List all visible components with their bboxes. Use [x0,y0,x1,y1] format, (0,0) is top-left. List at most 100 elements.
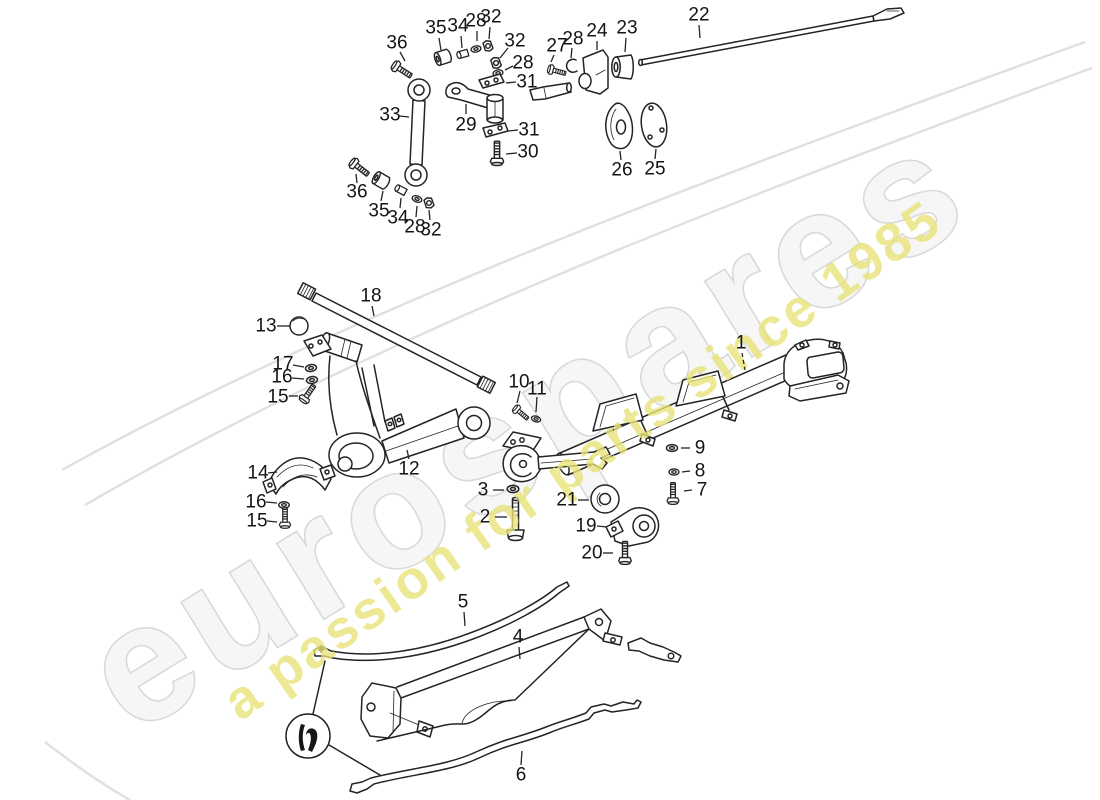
part-4-cover-plate [360,608,682,742]
callout-35[interactable]: 35 [368,201,389,222]
bolt-15-upper [297,381,320,406]
callout-23[interactable]: 23 [616,18,637,39]
callout-31[interactable]: 31 [516,72,537,93]
part-22-stabilizer-bar [637,7,905,67]
callout-27[interactable]: 27 [546,36,567,57]
part-mount-bracket-center [502,431,611,483]
callout-32[interactable]: 32 [480,7,501,28]
callout-7[interactable]: 7 [697,480,708,501]
callout-35[interactable]: 35 [425,18,446,39]
bushing-35-lower [369,169,393,191]
callout-20[interactable]: 20 [581,543,602,564]
callout-8[interactable]: 8 [695,461,706,482]
callout-25[interactable]: 25 [644,159,665,180]
leader-line-36 [399,51,406,62]
callout-15[interactable]: 15 [267,387,288,408]
callout-36[interactable]: 36 [386,33,407,54]
callout-2[interactable]: 2 [480,507,491,528]
callout-13[interactable]: 13 [255,316,276,337]
bushing-35-upper [432,47,454,67]
callout-30[interactable]: 30 [517,142,538,163]
leader-line-31 [507,129,519,132]
callout-21[interactable]: 21 [556,490,577,511]
part-29-lever [445,81,504,124]
nut-32-lower [423,197,435,209]
leader-line-28 [570,47,573,59]
callout-22[interactable]: 22 [688,5,709,26]
callout-4[interactable]: 4 [513,627,524,648]
bolt-27 [546,63,568,79]
washer-17 [304,363,318,373]
part-12-trailing-arm [303,332,491,478]
watermark-swoosh [44,40,1093,800]
leader-line-15 [266,520,278,523]
leader-line-28 [504,65,514,71]
leader-line-22 [698,24,701,39]
callout-26[interactable]: 26 [611,160,632,181]
callout-29[interactable]: 29 [455,115,476,136]
bolt-36-lower [346,155,373,180]
leader-line-34 [399,197,402,209]
part-1-axle-tube [556,338,850,476]
leader-line-33 [398,115,410,118]
callout-16[interactable]: 16 [271,367,292,388]
bolt-30 [489,140,505,167]
leader-line-4 [518,646,521,660]
part-5-brace [313,581,570,662]
detail-view-circle [285,660,381,776]
callout-32[interactable]: 32 [504,31,525,52]
part-13-cap [289,316,309,336]
part-23-bushing [611,54,634,80]
callout-17[interactable]: 17 [272,354,293,375]
callout-24[interactable]: 24 [586,21,608,42]
callout-10[interactable]: 10 [508,372,529,393]
callout-28[interactable]: 28 [512,53,533,74]
callout-11[interactable]: 11 [527,379,547,400]
part-31-plate-lower [482,122,509,138]
leader-line-32 [428,209,431,221]
part-19-lever [605,507,660,547]
part-pivot-pin [529,82,573,101]
callout-1[interactable]: 1 [736,333,747,354]
part-21-grommet [590,484,620,514]
leader-line-35 [438,37,442,51]
leader-line-36 [355,173,358,184]
callout-12[interactable]: 12 [398,459,419,480]
callout-3[interactable]: 3 [478,480,489,501]
callout-31[interactable]: 31 [518,120,539,141]
leader-line-18 [371,305,375,317]
callout-36[interactable]: 36 [346,182,367,203]
bolt-2 [506,496,525,542]
part-6-brace [349,699,642,794]
leader-line-6 [520,750,523,766]
leader-line-11 [535,396,538,413]
callout-5[interactable]: 5 [458,592,469,613]
callout-34[interactable]: 34 [387,208,409,229]
callout-14[interactable]: 14 [247,463,269,484]
callout-32[interactable]: 32 [420,220,441,241]
callout-18[interactable]: 18 [360,286,381,307]
callout-16[interactable]: 16 [245,492,266,513]
callout-33[interactable]: 33 [379,105,400,126]
callout-28[interactable]: 28 [562,29,583,50]
leader-line-17 [292,364,305,368]
leader-line-25 [654,148,657,160]
callout-34[interactable]: 34 [447,16,469,37]
leader-line-26 [619,150,622,161]
leader-line-16 [291,377,305,380]
part-14-bracket [262,457,336,495]
callout-9[interactable]: 9 [695,438,706,459]
leader-line-31 [505,81,517,84]
callout-6[interactable]: 6 [516,765,527,786]
bolt-7 [666,481,680,505]
nut-32-lever [490,56,502,69]
callout-15[interactable]: 15 [246,511,267,532]
washer-28-upper [469,44,483,54]
clip-28 [565,58,578,74]
callout-19[interactable]: 19 [575,516,596,537]
callout-28[interactable]: 28 [404,217,425,238]
callout-28[interactable]: 28 [465,11,486,32]
